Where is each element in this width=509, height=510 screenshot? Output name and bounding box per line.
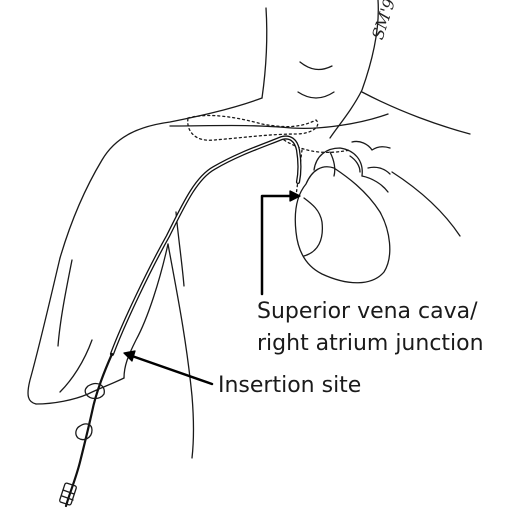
heart-outline — [295, 167, 389, 283]
arm-crease — [58, 260, 92, 392]
neck-right-outline — [330, 0, 378, 138]
insertion-leader-arrow — [124, 351, 135, 361]
heart-atrium — [304, 198, 322, 256]
arm-outer-outline — [28, 258, 60, 404]
svc-label-line1: Superior vena cava/ — [257, 298, 478, 326]
svc-leader-line — [262, 196, 292, 294]
neck-left-outline — [262, 8, 267, 98]
chest-right-outline — [362, 92, 470, 236]
torso-side — [168, 244, 194, 458]
insertion-site-label: Insertion site — [218, 372, 361, 400]
svc-label-line2: right atrium junction — [257, 330, 484, 358]
throat-lines — [298, 62, 334, 98]
pulmonary-vessels — [352, 141, 390, 150]
forearm-outline — [36, 378, 124, 404]
armpit — [176, 212, 184, 286]
insertion-leader-line — [132, 356, 212, 384]
heart-vessels-right — [362, 167, 390, 192]
shoulder-outline — [60, 98, 262, 258]
